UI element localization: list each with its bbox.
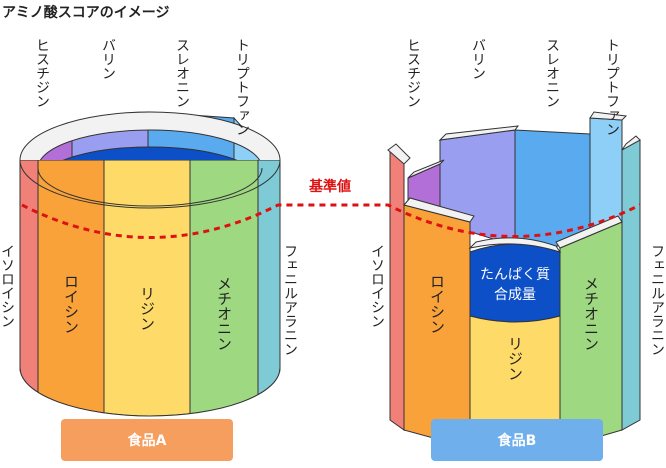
food-b-label: 食品B (431, 419, 603, 461)
threshold-label: 基準値 (309, 178, 351, 195)
label-tryptophan-a: トリプトファン (234, 38, 250, 136)
food-a-label: 食品A (61, 419, 233, 461)
protein-surface-b (469, 243, 561, 323)
label-threonine-a: スレオニン (174, 38, 190, 108)
stave-isoleucine-b (389, 149, 405, 431)
label-valine-a: バリン (100, 38, 116, 80)
stave-phenylalanine-b (621, 139, 641, 431)
label-phenylalanine-b: フェニルアラニン (649, 244, 665, 356)
label-tryptophan-b: トリプトファン (604, 38, 620, 136)
protein-label-b-line2: 合成量 (494, 287, 536, 303)
protein-label-b-line1: たんぱく質 (480, 267, 550, 283)
labels-food-b: ヒスチジン バリン スレオニン トリプトファン イソロイシン フェニルアラニン (369, 38, 665, 356)
label-histidine-a: ヒスチジン (34, 38, 50, 108)
label-isoleucine-b: イソロイシン (369, 244, 385, 328)
stave-phenylalanine-a (257, 160, 280, 449)
page-title: アミノ酸スコアのイメージ (2, 5, 170, 21)
stave-label-lysine-b: リジン (506, 336, 524, 381)
cap-isoleucine-b (387, 143, 411, 165)
stave-labels-food-a: ロイシン リジン メチオニン (62, 274, 233, 351)
label-valine-b: バリン (470, 38, 486, 80)
label-phenylalanine-a: フェニルアラニン (282, 244, 298, 356)
stave-labels-food-b: ロイシン リジン メチオニン (428, 274, 600, 381)
stave-label-lysine-a: リジン (138, 286, 156, 331)
label-isoleucine-a: イソロイシン (0, 244, 15, 328)
barrel-food-b: たんぱく質 合成量 (387, 111, 641, 454)
stave-label-methionine-a: メチオニン (215, 276, 233, 351)
labels-food-a: ヒスチジン バリン スレオニン トリプトファン イソロイシン フェニルアラニン (0, 38, 298, 356)
threshold-line (21, 203, 641, 239)
barrel-food-a: たんぱく質 合成量 (19, 111, 281, 468)
stave-label-leucine-b: ロイシン (428, 274, 446, 334)
stave-label-leucine-a: ロイシン (62, 274, 80, 334)
label-threonine-b: スレオニン (544, 38, 560, 108)
stave-label-methionine-b: メチオニン (582, 276, 600, 351)
label-histidine-b: ヒスチジン (405, 38, 421, 108)
